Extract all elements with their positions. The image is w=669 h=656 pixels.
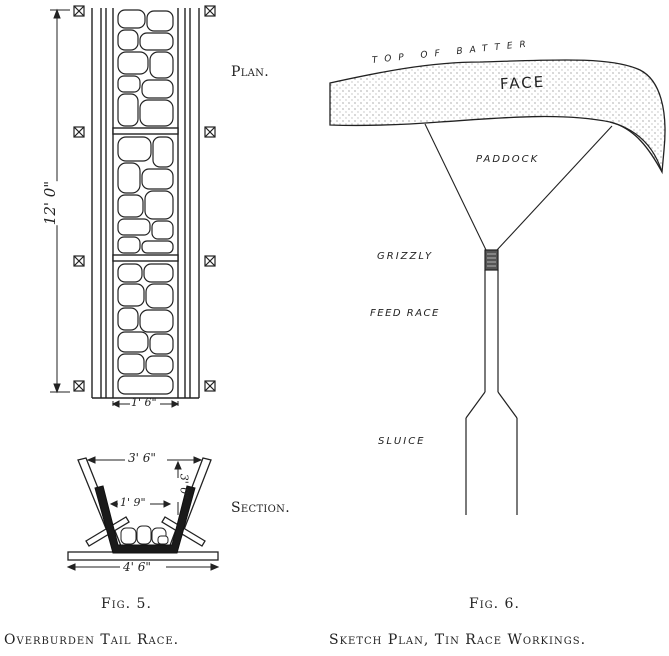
race-channel — [465, 270, 518, 515]
trough-lining — [94, 485, 196, 554]
dim-length: 12' 0" — [39, 180, 62, 226]
grizzly-box — [484, 249, 499, 271]
dim-depth: 3' 0" — [177, 473, 191, 500]
fig6-caption: Sketch Plan, Tin Race Workings. — [329, 632, 587, 648]
face-band — [329, 59, 666, 175]
stone-infill — [117, 9, 174, 395]
post-markers — [73, 5, 216, 392]
grizzly-label: GRIZZLY — [377, 251, 434, 262]
face-label: FACE — [499, 72, 546, 94]
section-label: Section. — [231, 500, 290, 516]
fig5-caption: Overburden Tail Race. — [4, 632, 180, 648]
plan-label: Plan. — [231, 64, 269, 80]
fig5-label: Fig. 5. — [101, 596, 152, 612]
dim-top-width: 3' 6" — [128, 451, 156, 465]
sluice-label: SLUICE — [378, 436, 426, 447]
fig6-label: Fig. 6. — [469, 596, 520, 612]
paddock-label: PADDOCK — [476, 154, 540, 165]
feed-race-label: FEED RACE — [370, 308, 440, 319]
dim-width: 1' 6" — [131, 396, 157, 409]
dim-bottom-width: 1' 9" — [120, 496, 146, 509]
dim-base-width: 4' 6" — [123, 560, 151, 574]
